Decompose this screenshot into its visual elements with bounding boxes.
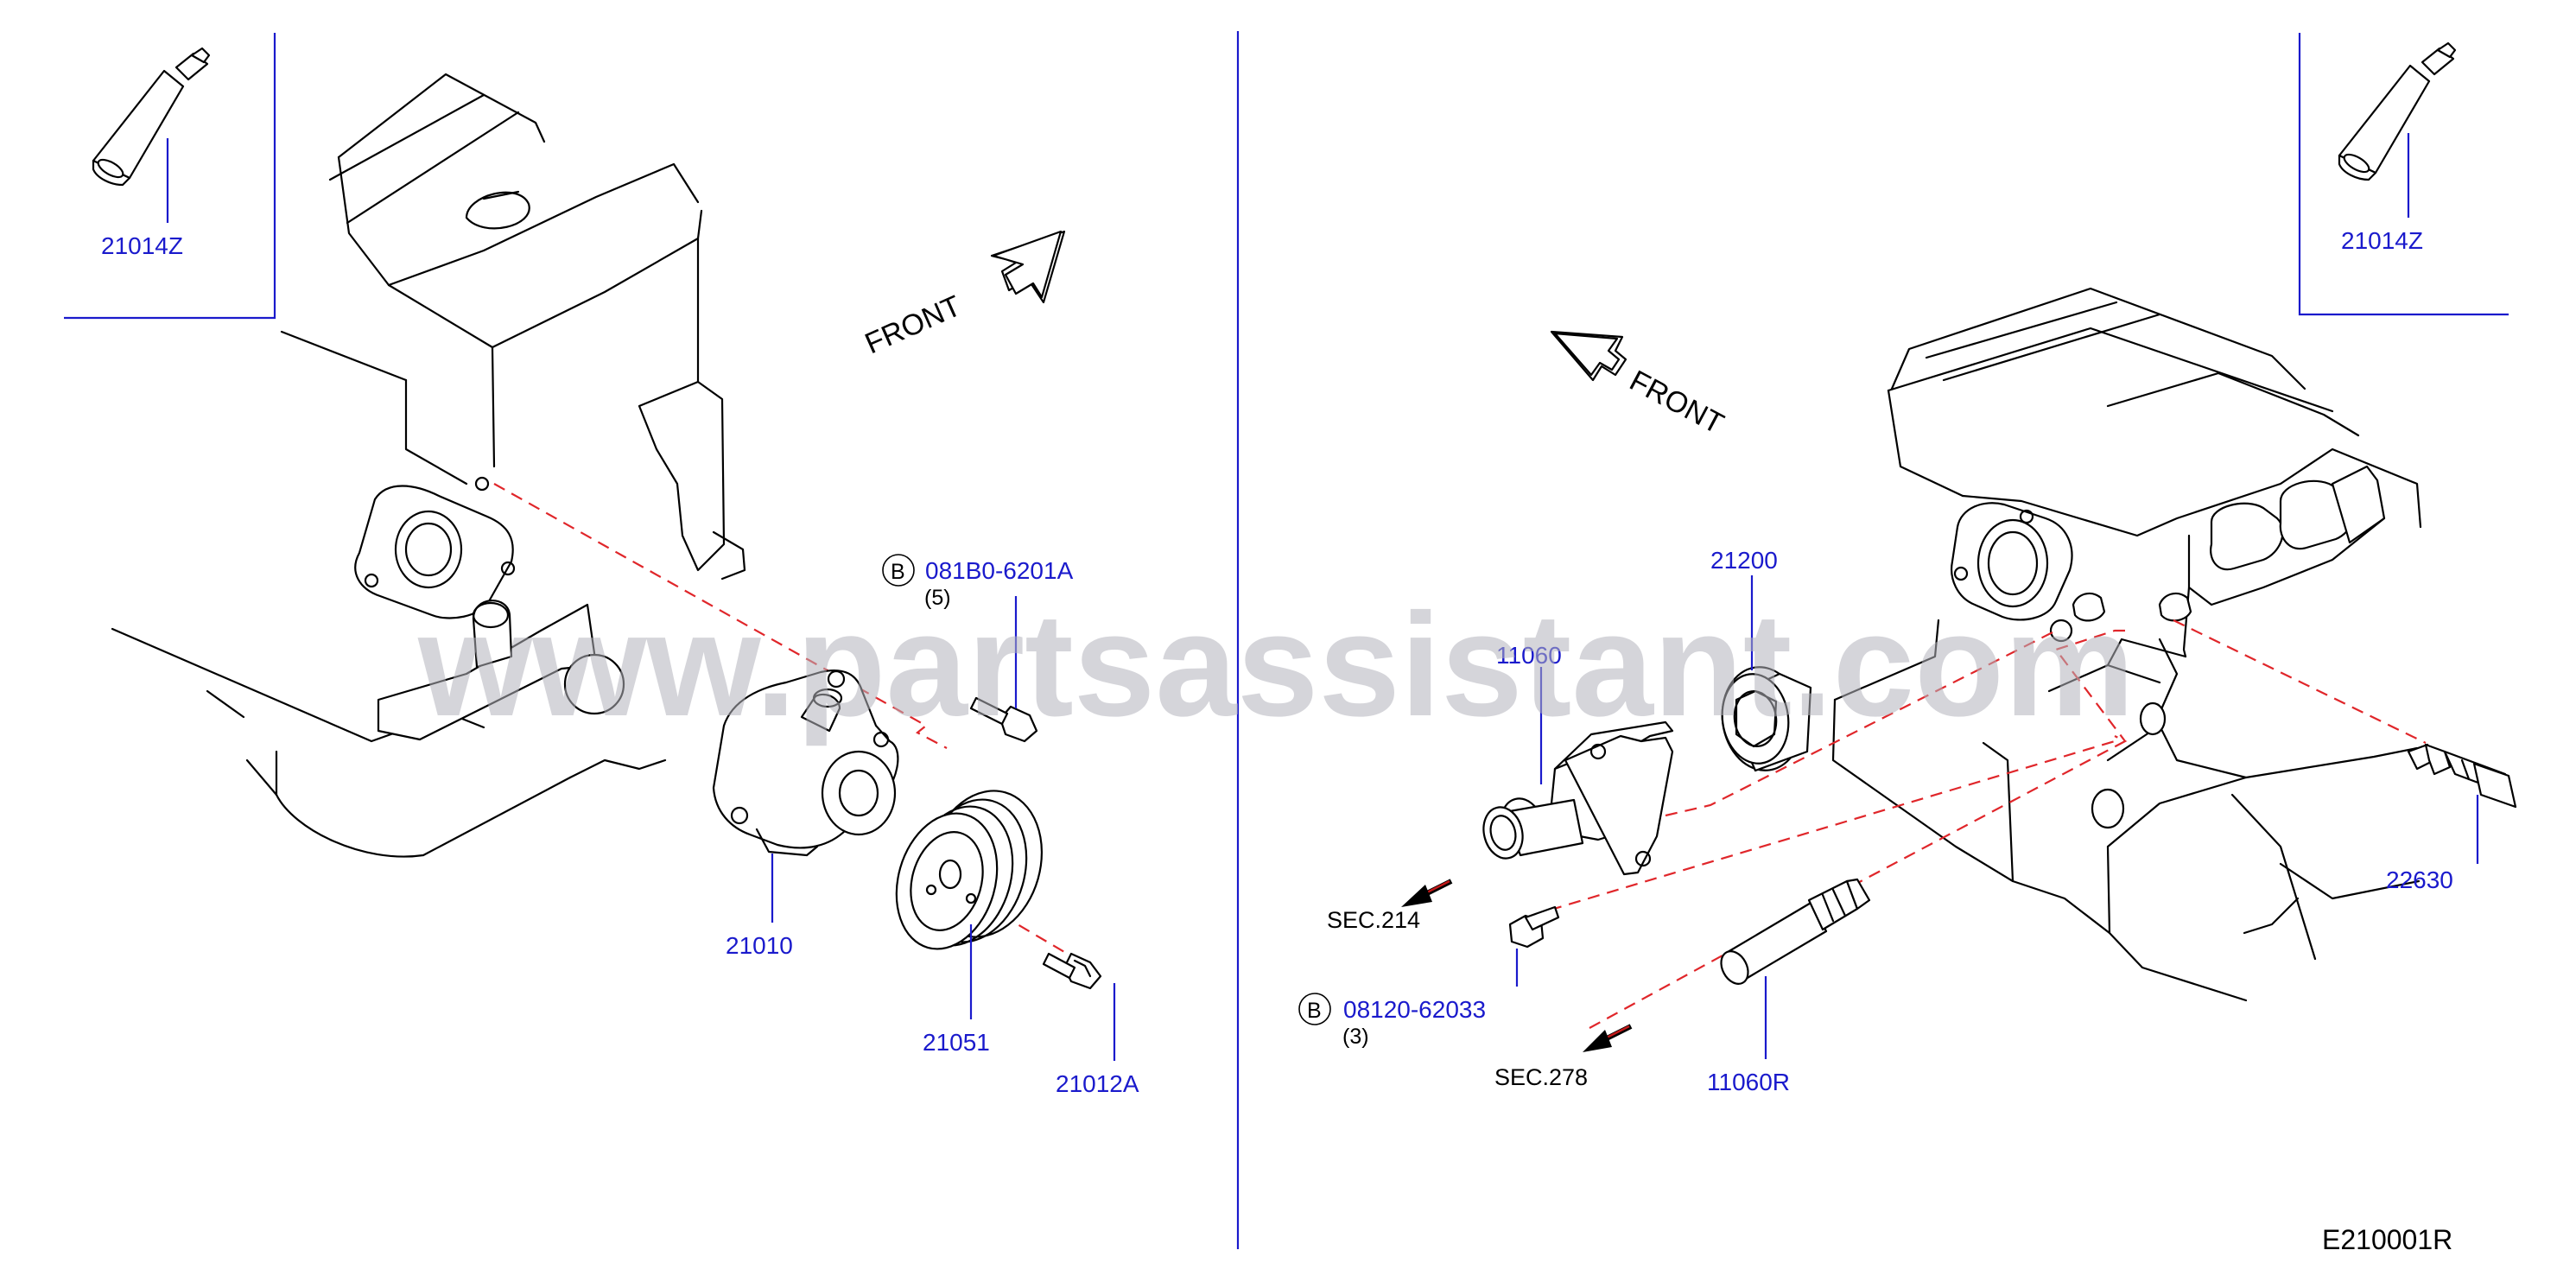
thermostat-housing[interactable] [1478,720,1674,876]
temperature-sensor[interactable] [2407,743,2517,809]
label-21012a[interactable]: 21012A [1056,1070,1139,1097]
front-arrow-right: FRONT [1550,330,1729,441]
label-081b0-6201a[interactable]: 081B0-6201A [925,557,1074,584]
bolt-08120[interactable] [1508,905,1560,949]
assembly-line-sensor [2173,619,2427,744]
assembly-line-water-outlet [1589,735,2128,1029]
assembly-line-housing-bolt [1530,739,2119,917]
bolt-marker-icon [1298,993,1331,1025]
label-sec-278[interactable]: SEC.278 [1494,1064,1588,1090]
label-22630[interactable]: 22630 [2386,866,2453,893]
sealant-inset-right: 21014Z [2298,33,2509,316]
thermostat[interactable] [1716,662,1812,776]
assembly-line-inlet [2054,629,2126,742]
sec-214-arrow [1401,879,1453,907]
engine-block-left [111,73,746,858]
label-21200[interactable]: 21200 [1710,547,1778,574]
diagram-code: E210001R [2322,1224,2452,1255]
water-inlet-pipe[interactable] [1716,878,1871,988]
water-pump[interactable] [712,669,899,857]
engine-block-right [1831,287,2422,1002]
label-21051[interactable]: 21051 [923,1029,990,1056]
assembly-line-thermostat-housing [1665,630,2057,817]
watermark: www.partsassistant.com [417,583,2135,747]
sealant-tube-icon-right [2338,41,2457,181]
bolt-callout-081b0[interactable]: B 081B0-6201A (5) [882,554,1074,610]
label-21014z-left[interactable]: 21014Z [101,232,183,259]
sealant-inset-left: 21014Z [64,33,276,320]
label-21014z-right[interactable]: 21014Z [2341,227,2423,254]
sec-278-arrow [1583,1024,1633,1052]
bolt-callout-08120[interactable]: B 08120-62033 (3) [1298,993,1486,1049]
label-21010[interactable]: 21010 [726,932,793,959]
label-11060[interactable]: 11060 [1496,642,1562,669]
qty-08120: (3) [1342,1025,1369,1049]
qty-081b0: (5) [924,586,951,610]
bolt-marker-icon [882,554,915,587]
assembly-line-water-pump [493,483,948,749]
label-08120-62033[interactable]: 08120-62033 [1343,996,1486,1023]
bolt-081b0[interactable] [969,696,1038,743]
label-11060r[interactable]: 11060R [1707,1069,1790,1095]
front-label-left: FRONT [860,289,966,360]
front-label-right: FRONT [1624,365,1729,441]
bolt-marker-letter: B [1307,999,1322,1023]
pulley[interactable] [881,777,1058,962]
front-arrow-left: FRONT [860,230,1066,360]
label-sec-214[interactable]: SEC.214 [1327,907,1420,933]
sealant-tube-icon-left [92,47,211,187]
bolt-marker-letter: B [891,560,905,584]
bolt-21012a[interactable] [1042,952,1102,990]
